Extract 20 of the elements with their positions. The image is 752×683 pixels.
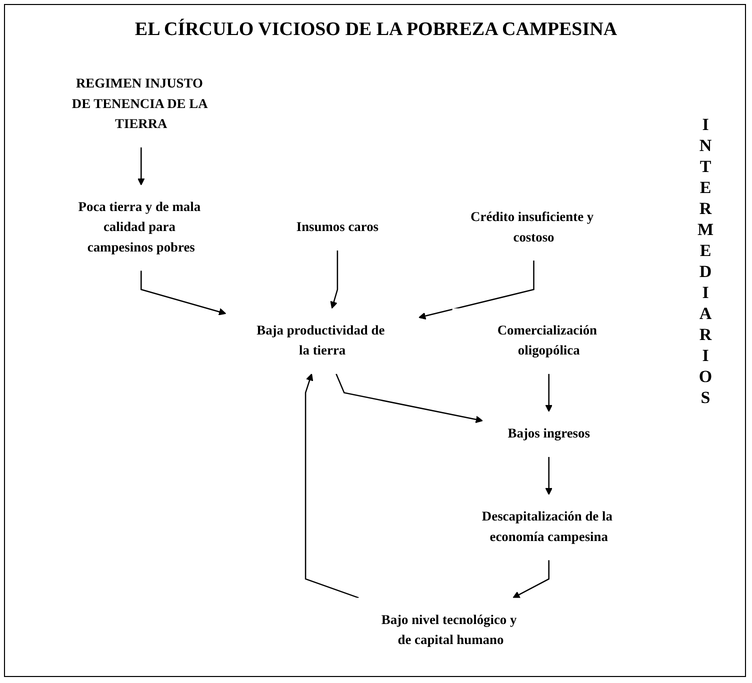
node-text: Descapitalización de la economía campesina <box>482 510 612 544</box>
arrow <box>137 147 145 186</box>
arrow <box>330 250 338 309</box>
vertical-label: INTERMEDIARIOS <box>695 115 715 409</box>
node-text: Comercialización oligopólica <box>497 323 598 358</box>
node-text: Baja productividad de la tierra <box>256 323 385 358</box>
arrow <box>304 374 359 598</box>
node-text: Insumos caros <box>296 220 379 235</box>
arrow <box>336 374 483 424</box>
node-text: Poca tierra y de mala calidad para campesinos pobres <box>78 200 201 255</box>
node-text: Bajos ingresos <box>508 426 590 441</box>
node-text: Bajo nivel tecnológico y de capital humano <box>381 612 517 648</box>
node-text: Crédito insuficiente y costoso <box>470 210 594 245</box>
arrow <box>418 260 534 320</box>
node-text: REGIMEN INJUSTO DE TENENCIA DE LA TIERRA <box>72 76 208 132</box>
diagram-title: EL CÍRCULO VICIOSO DE LA POBREZA CAMPESINA <box>134 19 618 41</box>
arrow <box>545 456 553 495</box>
arrow <box>512 560 550 598</box>
arrow <box>545 374 553 412</box>
arrow <box>140 270 226 316</box>
